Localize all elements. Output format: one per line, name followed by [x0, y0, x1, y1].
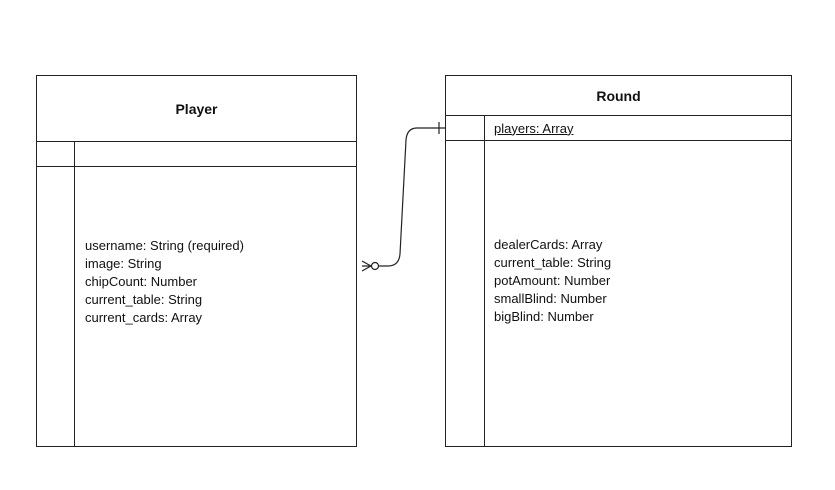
entity-round-key-attribute: players: Array	[494, 120, 574, 136]
entity-player-key-row	[37, 142, 356, 167]
entity-player-attribute: image: String	[85, 256, 162, 271]
entity-player-attribute: chipCount: Number	[85, 274, 197, 289]
entity-round-attribute: smallBlind: Number	[494, 291, 607, 306]
entity-player-attributes: username: String (required) image: Strin…	[85, 237, 244, 327]
entity-round-attribute: dealerCards: Array	[494, 237, 603, 252]
entity-round-title: Round	[446, 76, 791, 116]
zero-cardinality-circle-icon	[370, 261, 380, 271]
entity-round-key-row: players: Array	[446, 116, 791, 141]
crows-foot-icon	[361, 260, 372, 267]
entity-round[interactable]: Round players: Array dealerCards: Array …	[445, 75, 792, 447]
entity-player-attribute: current_cards: Array	[85, 310, 203, 325]
entity-round-body: dealerCards: Array current_table: String…	[446, 141, 791, 446]
entity-player-key-column	[37, 142, 75, 166]
entity-player[interactable]: Player username: String (required) image…	[36, 75, 357, 447]
entity-round-body-column	[446, 141, 485, 446]
entity-round-attribute: potAmount: Number	[494, 273, 611, 288]
entity-round-attributes: dealerCards: Array current_table: String…	[494, 236, 611, 326]
entity-round-attribute: bigBlind: Number	[494, 309, 594, 324]
entity-round-attribute: current_table: String	[494, 255, 612, 270]
entity-round-key-column	[446, 116, 485, 140]
crows-foot-icon	[361, 265, 372, 272]
entity-player-attribute: username: String (required)	[85, 238, 244, 253]
relationship-line[interactable]	[362, 127, 445, 267]
entity-player-body: username: String (required) image: Strin…	[37, 167, 356, 446]
entity-player-body-column	[37, 167, 75, 446]
entity-player-attribute: current_table: String	[85, 292, 203, 307]
entity-player-title: Player	[37, 76, 356, 142]
